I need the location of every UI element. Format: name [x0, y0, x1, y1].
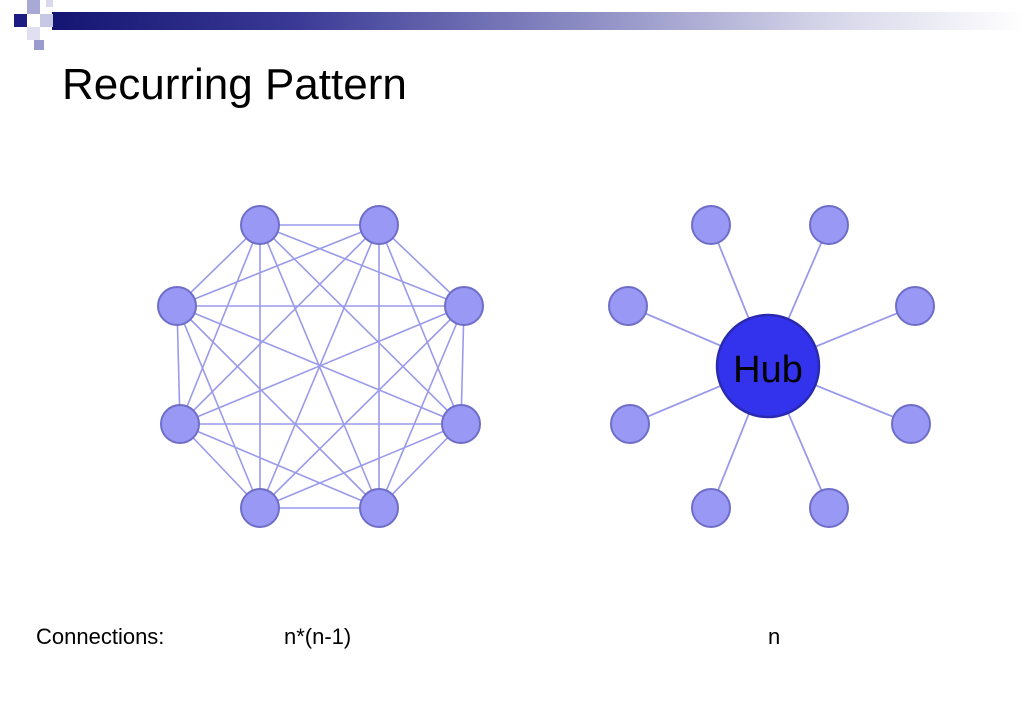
mesh-edge: [259, 305, 465, 509]
mesh-node: [441, 404, 481, 444]
connections-label: Connections:: [36, 624, 165, 649]
mesh-nodes: [157, 205, 484, 528]
header-square: [46, 0, 53, 7]
hub-connections-formula: n: [768, 624, 781, 649]
mesh-edge: [259, 224, 462, 425]
header-square: [34, 40, 44, 50]
mesh-edge: [179, 224, 380, 425]
page-title: Recurring Pattern: [62, 60, 407, 109]
mesh-edge: [179, 305, 465, 425]
spoke-node: [608, 286, 648, 326]
mesh-node: [240, 205, 280, 245]
mesh-edges: [176, 224, 465, 509]
header-decoration: [0, 0, 1024, 50]
mesh-edge: [176, 305, 380, 509]
mesh-connections-formula: n*(n-1): [284, 624, 352, 649]
spoke-node: [610, 404, 650, 444]
header-square: [27, 0, 40, 14]
mesh-edge: [176, 305, 261, 509]
hub-label: Hub: [733, 349, 803, 391]
mesh-node: [240, 488, 280, 528]
mesh-node: [359, 205, 399, 245]
spoke-node: [691, 205, 731, 245]
mesh-edge: [259, 423, 462, 509]
header-square: [40, 14, 53, 27]
spoke-node: [891, 404, 931, 444]
header-gradient-bar: [52, 12, 1024, 30]
hub-nodes: [608, 205, 935, 528]
mesh-node: [444, 286, 484, 326]
spoke-node: [691, 488, 731, 528]
mesh-edge: [179, 423, 380, 509]
mesh-edge: [176, 224, 380, 307]
hub-node: [715, 313, 821, 419]
spoke-node: [895, 286, 935, 326]
header-square: [14, 14, 27, 27]
mesh-node: [160, 404, 200, 444]
spoke-node: [809, 488, 849, 528]
header-square: [27, 27, 40, 40]
mesh-node: [359, 488, 399, 528]
hub-center: Hub: [715, 313, 821, 419]
spoke-node: [809, 205, 849, 245]
mesh-node: [157, 286, 197, 326]
mesh-edge: [176, 305, 462, 425]
